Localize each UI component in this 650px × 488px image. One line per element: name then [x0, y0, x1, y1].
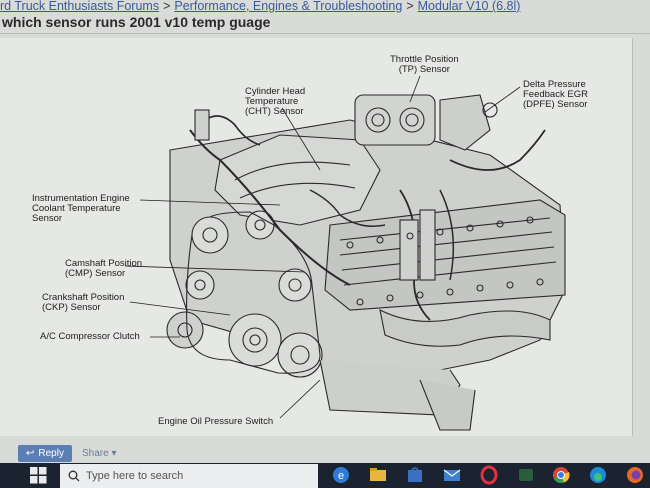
tp-sensor-label: Throttle Position (TP) Sensor	[390, 55, 459, 75]
ckp-sensor-label: Crankshaft Position (CKP) Sensor	[42, 293, 124, 313]
cht-sensor-label-line: Cylinder Head	[245, 86, 306, 97]
iect-sensor-label-line: Instrumentation Engine	[32, 193, 130, 204]
reply-button-label: Reply	[38, 447, 64, 459]
edge-icon[interactable]: e	[330, 465, 352, 485]
ac-clutch-label: A/C Compressor Clutch	[40, 331, 140, 342]
engine-drawing	[124, 75, 566, 431]
thread-title: which sensor runs 2001 v10 temp guage	[2, 14, 271, 30]
share-button[interactable]: Share ▾	[82, 448, 117, 459]
breadcrumb-separator: >	[406, 0, 414, 13]
mail-icon[interactable]	[441, 465, 463, 485]
search-icon	[68, 470, 80, 482]
ckp-sensor-label-line: Crankshaft Position	[42, 292, 125, 303]
app-icon[interactable]	[515, 465, 537, 485]
firefox-icon[interactable]	[624, 465, 646, 485]
title-divider	[0, 33, 650, 34]
opera-icon[interactable]	[478, 465, 500, 485]
cmp-sensor-label-line: (CMP) Sensor	[65, 268, 126, 279]
ckp-sensor-label-line: (CKP) Sensor	[42, 302, 101, 313]
taskbar-search-placeholder: Type here to search	[86, 470, 184, 482]
oil-pressure-switch-label: Engine Oil Pressure Switch	[158, 416, 274, 427]
iect-sensor-label-line: Coolant Temperature	[32, 203, 121, 214]
post-actions: ↩ Reply Share ▾	[18, 443, 116, 463]
cht-sensor-label-line: Temperature	[245, 96, 299, 107]
tp-sensor-label-line: (TP) Sensor	[398, 64, 450, 75]
store-icon[interactable]	[404, 465, 426, 485]
cmp-sensor-label: Camshaft Position (CMP) Sensor	[65, 259, 142, 279]
dpfe-sensor-label: Delta Pressure Feedback EGR (DPFE) Senso…	[523, 80, 588, 110]
chrome-icon[interactable]	[550, 465, 572, 485]
iect-sensor-label: Instrumentation Engine Coolant Temperatu…	[32, 194, 130, 224]
svg-text:e: e	[338, 470, 344, 482]
breadcrumb-forums-link[interactable]: rd Truck Enthusiasts Forums	[0, 0, 160, 13]
breadcrumb: rd Truck Enthusiasts Forums>Performance,…	[0, 0, 650, 14]
iect-sensor-label-line: Sensor	[32, 213, 63, 224]
tp-sensor-label-line: Throttle Position	[390, 54, 459, 65]
breadcrumb-modular-v10-link[interactable]: Modular V10 (6.8l)	[417, 0, 521, 13]
taskbar-search-input[interactable]: Type here to search	[60, 464, 318, 488]
cht-sensor-label: Cylinder Head Temperature (CHT) Sensor	[245, 87, 305, 117]
cht-sensor-label-line: (CHT) Sensor	[245, 106, 304, 117]
reply-icon: ↩	[26, 447, 35, 459]
engine-sensor-diagram: Throttle Position (TP) Sensor Cylinder H…	[20, 40, 620, 435]
share-button-label: Share	[81, 447, 109, 459]
chevron-down-icon: ▾	[111, 447, 117, 459]
dpfe-sensor-label-line: (DPFE) Sensor	[523, 99, 588, 110]
file-explorer-icon[interactable]	[367, 465, 389, 485]
edge-new-icon[interactable]	[587, 465, 609, 485]
reply-button[interactable]: ↩ Reply	[18, 444, 72, 462]
dpfe-sensor-label-line: Delta Pressure	[523, 79, 586, 90]
dpfe-sensor-label-line: Feedback EGR	[523, 89, 588, 100]
breadcrumb-separator: >	[163, 0, 171, 13]
cmp-sensor-label-line: Camshaft Position	[65, 258, 143, 269]
breadcrumb-performance-link[interactable]: Performance, Engines & Troubleshooting	[174, 0, 403, 13]
windows-start-icon[interactable]	[30, 467, 47, 484]
